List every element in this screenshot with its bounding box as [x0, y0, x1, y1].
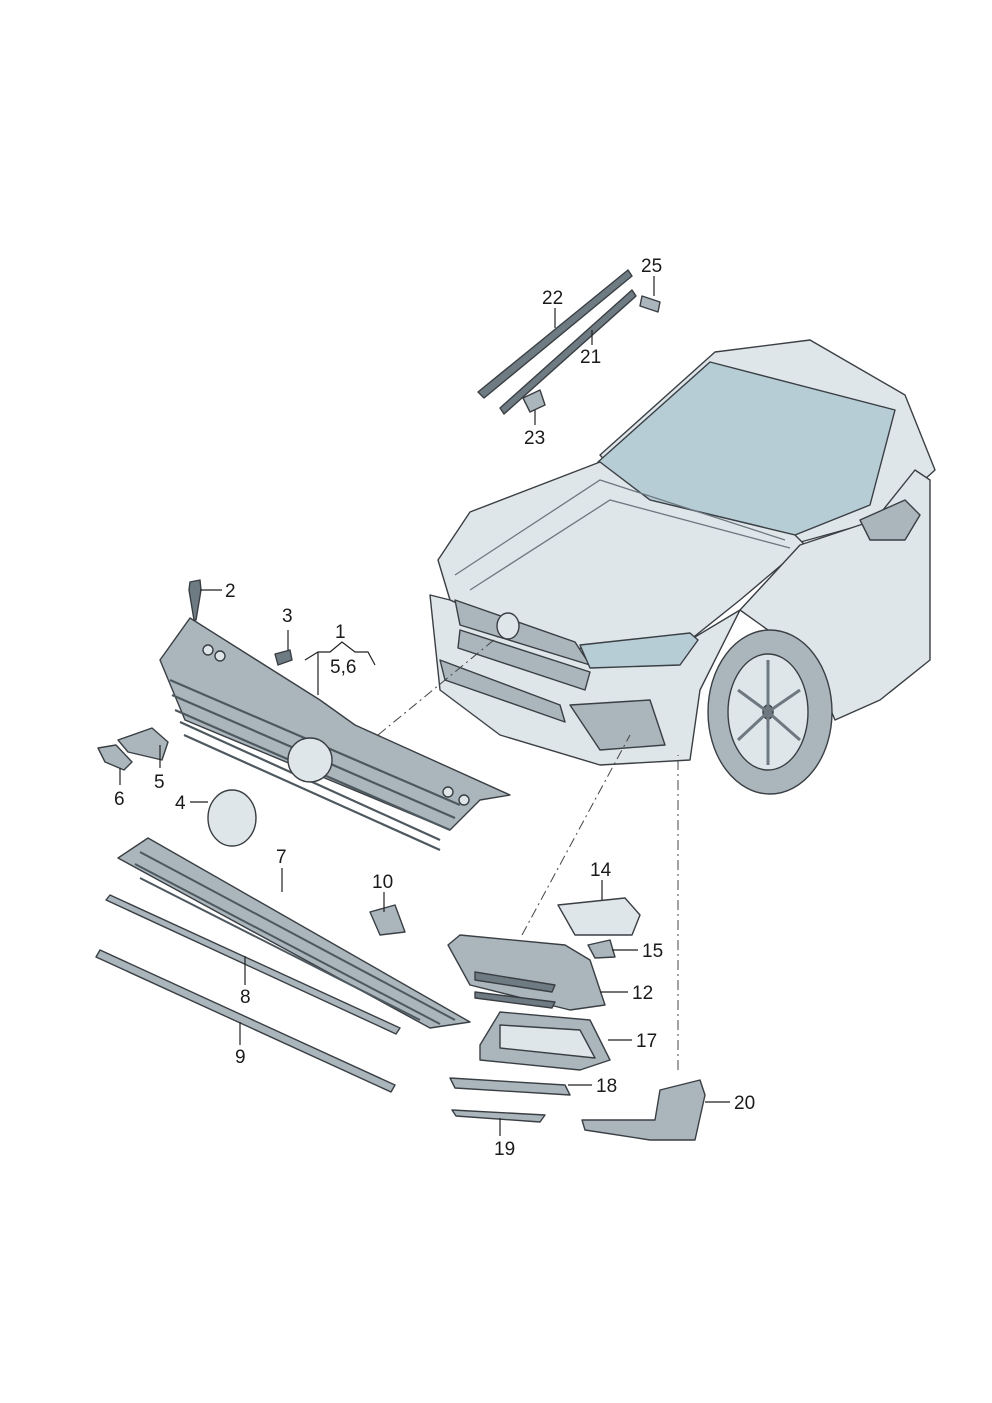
- grille-emblem-mount: [287, 737, 333, 783]
- callout-17: 17: [636, 1031, 657, 1052]
- callout-1: 1: [335, 622, 346, 643]
- callout-3: 3: [282, 606, 293, 627]
- screw-2: [188, 579, 202, 621]
- callout-15: 15: [642, 941, 663, 962]
- cover-12: [447, 934, 606, 1011]
- bracket-10: [369, 904, 406, 936]
- callout-21: 21: [580, 347, 601, 368]
- vw-emblem: [207, 789, 257, 847]
- car-badge: [496, 612, 520, 640]
- side-mirror: [859, 499, 921, 541]
- car-grille-lower: [457, 629, 591, 691]
- callout-25: 25: [641, 256, 662, 277]
- small-parts: [97, 579, 293, 847]
- trim-strip-9: [95, 949, 396, 1093]
- callout-5: 5: [154, 772, 165, 793]
- bracket-15: [587, 939, 616, 959]
- wiper-trims: [477, 269, 661, 415]
- callout-14: 14: [590, 860, 612, 881]
- callout-19: 19: [494, 1139, 515, 1160]
- trim-strip-18: [449, 1077, 571, 1096]
- callout-23: 23: [524, 428, 545, 449]
- frame-14: [557, 897, 641, 936]
- reference-lines: [377, 634, 679, 1070]
- callout-7: 7: [276, 847, 287, 868]
- bracket-6: [97, 744, 133, 771]
- callout-8: 8: [240, 987, 251, 1008]
- leader-lines: [119, 276, 730, 1136]
- callout-9: 9: [235, 1047, 246, 1068]
- callout-5-6: 5,6: [330, 657, 356, 678]
- screw-3: [274, 649, 293, 666]
- fog-surround-on-car: [569, 699, 666, 751]
- trim-strip-21: [499, 289, 637, 415]
- clip-23: [522, 389, 546, 413]
- callout-4: 4: [175, 793, 186, 814]
- callout-labels: 1 5,6 2 3 4 5 6 7 8 9 10 12 14 15 17 18 …: [114, 256, 755, 1160]
- trim-strip-19: [451, 1109, 546, 1123]
- trim-strip-8: [105, 894, 401, 1035]
- spoiler-20: [581, 1079, 706, 1141]
- radiator-grille: [159, 617, 511, 852]
- callout-10: 10: [372, 872, 393, 893]
- callout-18: 18: [596, 1076, 617, 1097]
- clip-25: [639, 295, 661, 313]
- fog-parts: [447, 897, 706, 1141]
- callout-22: 22: [542, 288, 563, 309]
- lower-intake: [439, 659, 566, 723]
- trim-strip-22: [477, 269, 633, 399]
- callout-12: 12: [632, 983, 653, 1004]
- bracket-5: [117, 727, 169, 761]
- headlight: [579, 632, 699, 669]
- lower-grille: [117, 837, 471, 1029]
- callout-6: 6: [114, 789, 125, 810]
- callout-2: 2: [225, 581, 236, 602]
- grille-frame: [159, 617, 511, 831]
- callout-20: 20: [734, 1093, 755, 1114]
- vehicle-front: [429, 339, 936, 795]
